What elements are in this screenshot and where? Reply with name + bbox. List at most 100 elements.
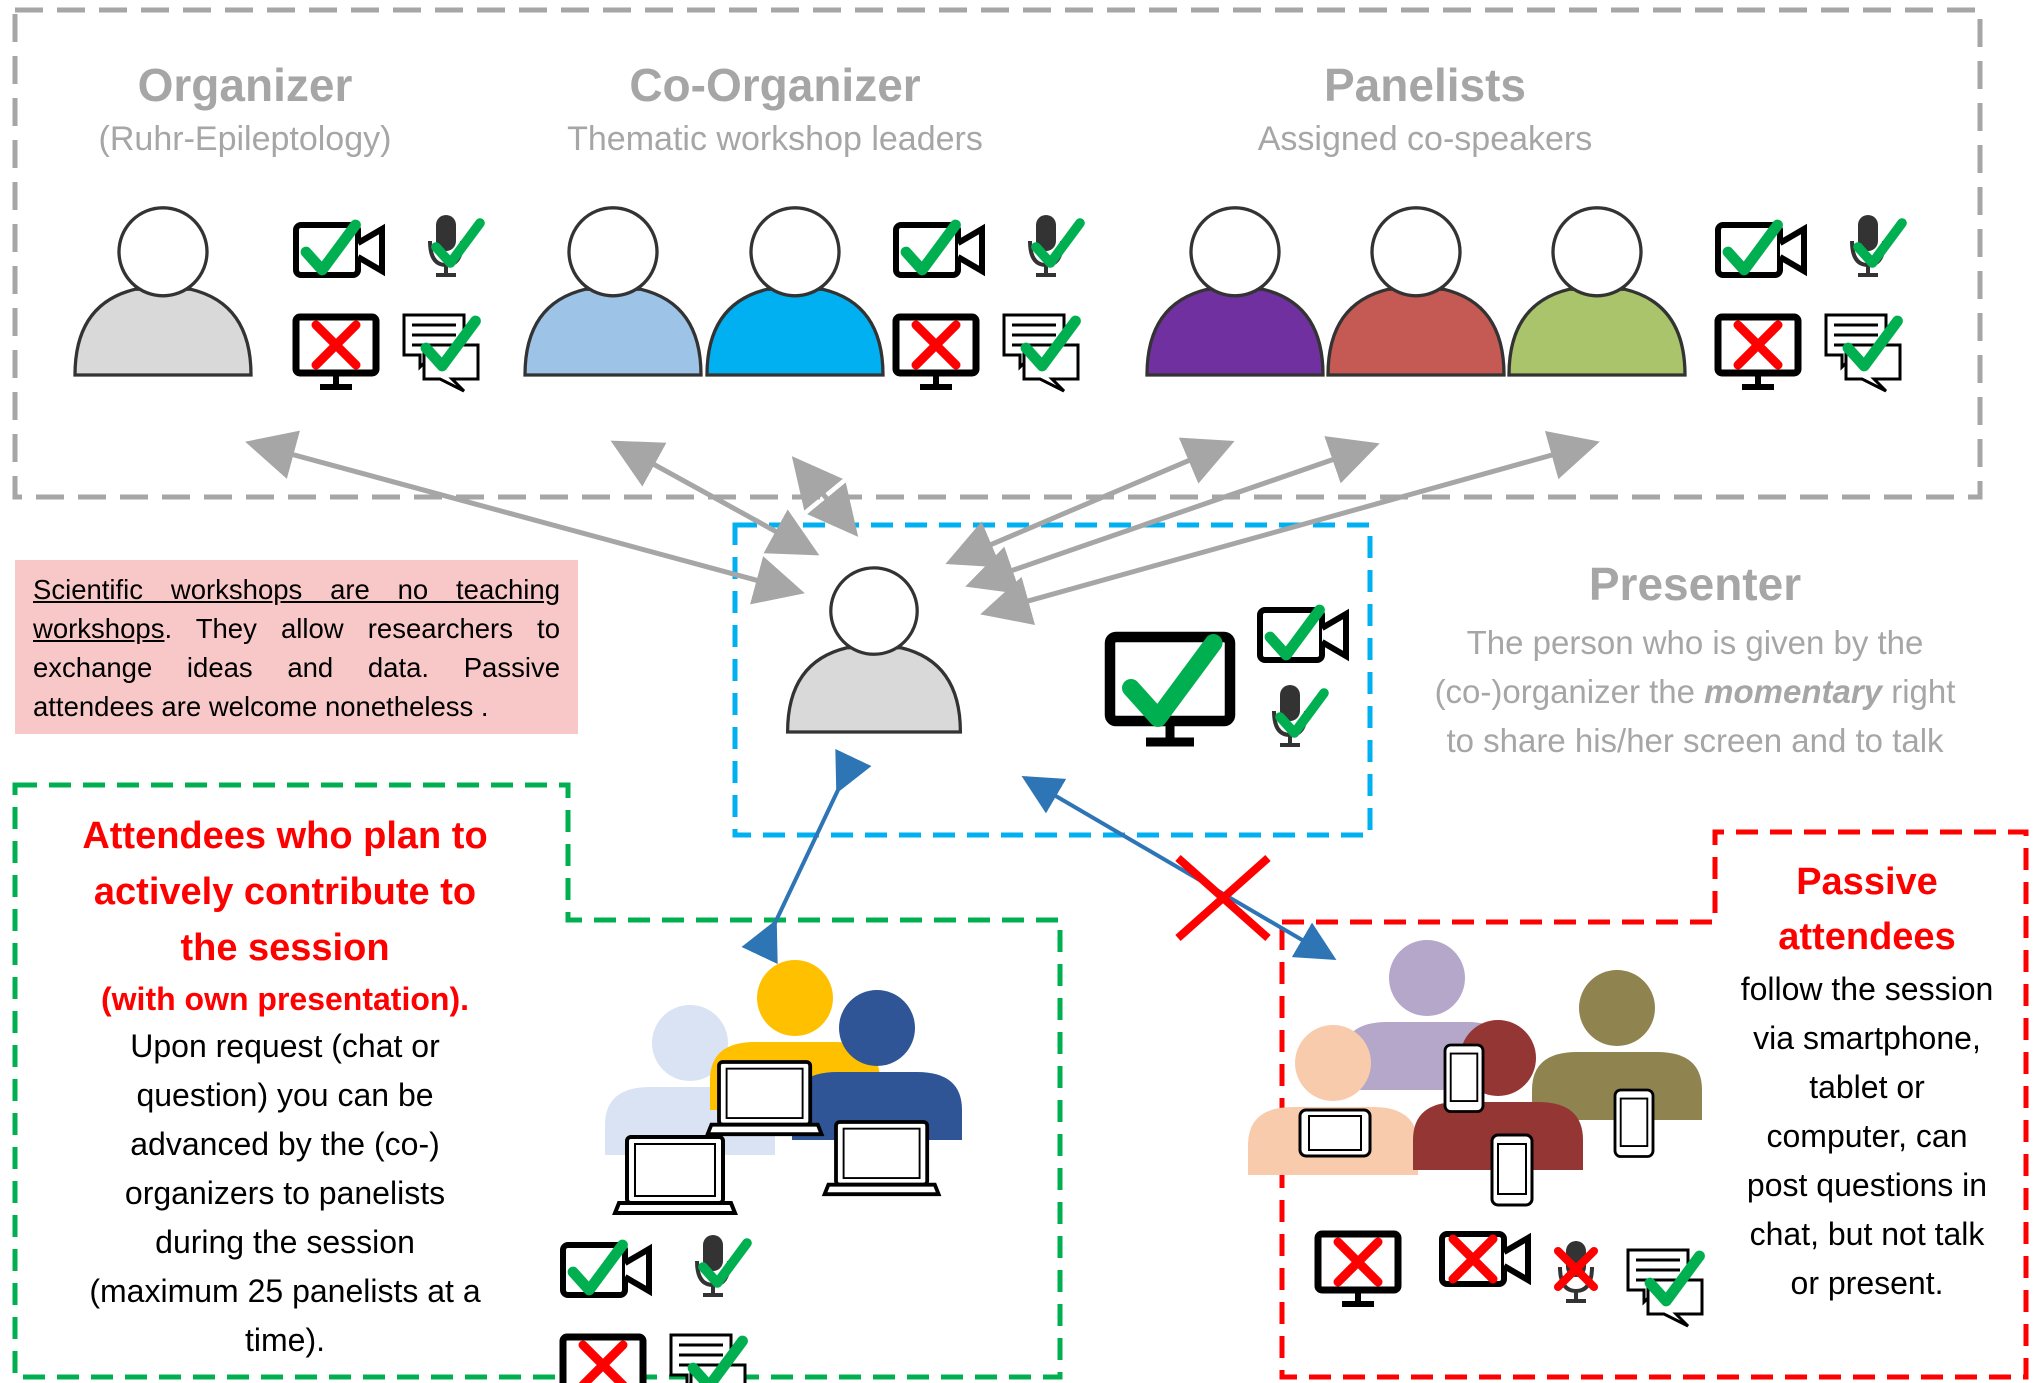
cross-icon — [1333, 1237, 1383, 1287]
arrow-panelist-3 — [980, 430, 1600, 626]
roles-box — [12, 7, 1983, 500]
cross-icon — [578, 1340, 628, 1383]
monitor-icon — [559, 1333, 647, 1383]
note-text: . They allow researchers to exchange ide… — [33, 613, 560, 722]
check-icon — [420, 315, 481, 372]
camera-icon — [293, 219, 385, 278]
presenter-desc-line2: (co-)organizer the momentary right — [1434, 673, 1956, 710]
monitor-icon — [1714, 313, 1802, 390]
co-organizer-subtitle: Thematic workshop leaders — [567, 120, 983, 158]
presenter-desc-line3: to share his/her screen and to talk — [1446, 722, 1944, 759]
camera-icon — [1715, 219, 1807, 278]
presenter-desc-line1: The person who is given by the — [1466, 624, 1924, 661]
check-icon — [1722, 219, 1783, 276]
camera-icon — [560, 1239, 652, 1298]
co-organizer-title: Co-Organizer — [629, 59, 921, 111]
note-underlined: Scientific workshops are no teaching wor… — [33, 574, 560, 644]
audience-layer — [559, 940, 1705, 1383]
laptop-icon — [821, 1120, 942, 1197]
smartphone-icon — [1443, 1043, 1485, 1113]
passive-attendees-box — [1279, 829, 2029, 1380]
co-organizer-person-icon-1 — [523, 206, 703, 377]
cross-icon — [311, 320, 361, 370]
organizer-title: Organizer — [137, 59, 353, 111]
panelist-person-icon-2 — [1326, 206, 1506, 377]
arrow-co-organizer-2 — [791, 456, 859, 537]
check-icon — [1275, 688, 1329, 738]
monitor-icon — [292, 313, 380, 390]
cross-icon — [1553, 1246, 1599, 1292]
passive-body: follow the session via smartphone, table… — [1740, 971, 1994, 1301]
tablet-icon — [1298, 1108, 1372, 1158]
presenter-person-icon — [785, 566, 963, 734]
chat-icon — [402, 313, 481, 393]
passive-attendees-text: Passive attendees follow the session via… — [1712, 855, 2022, 1308]
monitor-icon — [1104, 631, 1236, 747]
check-icon — [300, 219, 361, 276]
microphone-icon — [1850, 215, 1907, 277]
presenter-desc-emphasis: momentary — [1704, 673, 1883, 710]
panelists-permissions — [1714, 215, 1907, 393]
cross-icon — [911, 320, 961, 370]
check-icon — [1031, 218, 1085, 268]
active-title: Attendees who plan to actively contribut… — [82, 815, 488, 969]
active-attendees-box — [12, 782, 1063, 1380]
laptop-icon — [612, 1135, 738, 1215]
camera-icon — [893, 219, 985, 278]
organizer-subtitle: (Ruhr-Epileptology) — [98, 120, 392, 158]
cross-icon — [1448, 1234, 1498, 1284]
microphone-icon — [1272, 685, 1329, 747]
arrow-organizer — [245, 430, 805, 605]
microphone-icon — [428, 215, 485, 277]
active-attendees-people — [605, 960, 962, 1215]
cross-icon — [1733, 320, 1783, 370]
panelist-person-icon-1 — [1145, 206, 1325, 377]
check-icon — [1842, 315, 1903, 372]
passive-attendees-people — [1248, 940, 1702, 1207]
people-layer — [73, 206, 1687, 734]
active-subtitle: (with own presentation). — [101, 981, 469, 1017]
active-attendees-text: Attendees who plan to actively contribut… — [25, 808, 545, 1365]
check-icon — [431, 218, 485, 268]
organizer-person-icon — [73, 206, 253, 377]
co-organizer-person-icon-2 — [705, 206, 885, 377]
passive-attendees-permissions — [1314, 1230, 1705, 1328]
camera-icon — [1257, 604, 1349, 663]
chat-icon — [669, 1333, 748, 1383]
presenter-permissions — [1104, 604, 1349, 747]
passive-title: Passive attendees — [1778, 861, 1956, 958]
arrow-active-attendees — [741, 748, 872, 965]
workshop-note: Scientific workshops are no teaching wor… — [15, 560, 578, 734]
chat-icon — [1824, 313, 1903, 393]
presenter-description: The person who is given by the (co-)orga… — [1380, 618, 2010, 765]
arrow-passive-attendees — [1021, 775, 1337, 961]
active-body: Upon request (chat or question) you can … — [89, 1028, 481, 1358]
camera-icon — [1439, 1231, 1531, 1287]
microphone-icon — [695, 1235, 752, 1297]
passive-person-icon-2 — [1532, 970, 1702, 1120]
chat-icon — [1002, 313, 1081, 393]
smartphone-icon — [1490, 1133, 1534, 1207]
monitor-icon — [892, 313, 980, 390]
panelist-person-icon-3 — [1507, 206, 1687, 377]
microphone-icon — [1553, 1241, 1599, 1303]
active-attendees-permissions — [559, 1235, 752, 1383]
presenter-title: Presenter — [1588, 558, 1802, 610]
laptop-icon — [704, 1060, 825, 1137]
monitor-icon — [1314, 1230, 1402, 1307]
check-icon — [1122, 634, 1223, 727]
blocked-cross-icon — [1175, 855, 1271, 941]
check-icon — [698, 1238, 752, 1288]
co-organizer-permissions — [892, 215, 1085, 393]
microphone-icon — [1028, 215, 1085, 277]
panelists-subtitle: Assigned co-speakers — [1257, 120, 1593, 158]
chat-icon — [1626, 1248, 1705, 1328]
check-icon — [1853, 218, 1907, 268]
attendee-arrows — [741, 748, 1337, 965]
check-icon — [1264, 604, 1325, 661]
check-icon — [1020, 315, 1081, 372]
arrow-co-organizer-1 — [610, 440, 820, 556]
check-icon — [1644, 1250, 1705, 1307]
